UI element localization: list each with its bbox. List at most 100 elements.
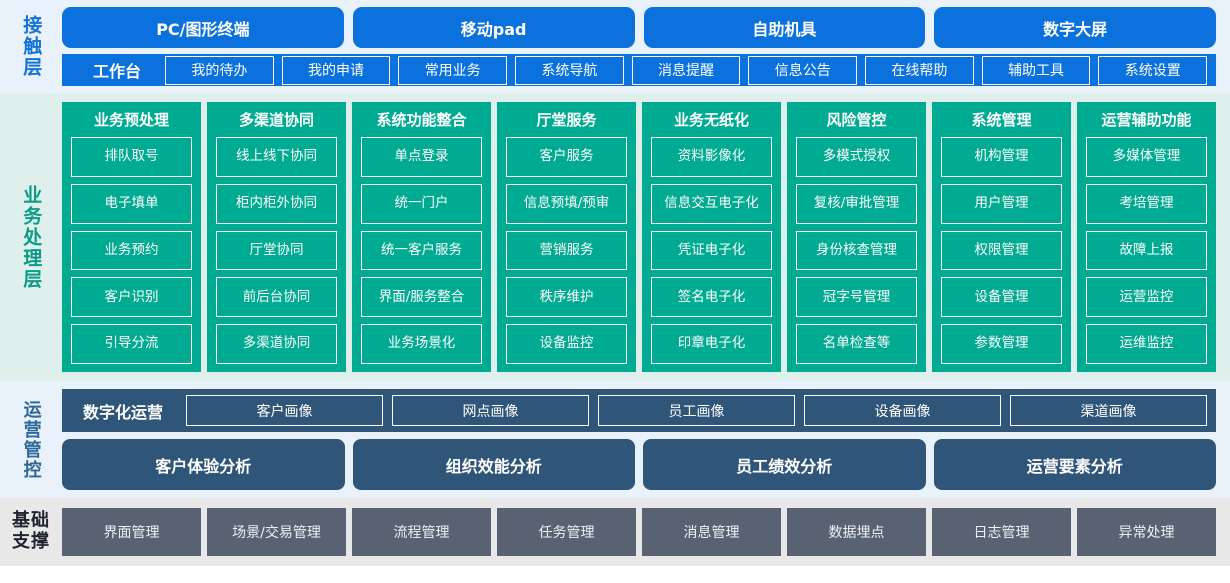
business-column-title: 系统管理 <box>971 111 1032 129</box>
digital-operations-bar: 数字化运营 客户画像 网点画像 员工画像 设备画像 渠道画像 <box>62 389 1216 432</box>
workbench-item-system-navigation[interactable]: 系统导航 <box>515 55 624 85</box>
portrait-item-employee[interactable]: 员工画像 <box>598 395 796 426</box>
channel-button-mobile-pad[interactable]: 移动pad <box>352 7 635 48</box>
business-layer-label: 业务处理层 <box>0 93 62 381</box>
portrait-item-channel[interactable]: 渠道画像 <box>1010 395 1208 426</box>
business-column-items: 单点登录 统一门户 统一客户服务 界面/服务整合 业务场景化 <box>361 137 482 364</box>
business-item[interactable]: 统一门户 <box>361 183 482 224</box>
business-column-multichannel: 多渠道协同 线上线下协同 柜内柜外协同 厅堂协同 前后台协同 多渠道协同 <box>207 102 346 372</box>
business-column-lobby-service: 厅堂服务 客户服务 信息预填/预审 营销服务 秩序维护 设备监控 <box>497 102 636 372</box>
business-item[interactable]: 多渠道协同 <box>216 324 337 364</box>
foundation-item-message-management[interactable]: 消息管理 <box>642 508 781 556</box>
business-item[interactable]: 参数管理 <box>941 324 1062 364</box>
channel-button-self-service[interactable]: 自助机具 <box>643 7 926 48</box>
business-item[interactable]: 权限管理 <box>941 230 1062 271</box>
foundation-item-exception-handling[interactable]: 异常处理 <box>1077 508 1216 556</box>
foundation-item-process-management[interactable]: 流程管理 <box>352 508 491 556</box>
business-item[interactable]: 多媒体管理 <box>1086 137 1207 177</box>
portrait-item-branch[interactable]: 网点画像 <box>392 395 590 426</box>
business-item[interactable]: 客户识别 <box>71 277 192 318</box>
business-item[interactable]: 运维监控 <box>1086 324 1207 364</box>
business-item[interactable]: 营销服务 <box>506 230 627 271</box>
foundation-item-task-management[interactable]: 任务管理 <box>497 508 636 556</box>
business-item[interactable]: 印章电子化 <box>651 324 772 364</box>
channel-button-pc[interactable]: PC/图形终端 <box>62 7 344 48</box>
business-column-paperless: 业务无纸化 资料影像化 信息交互电子化 凭证电子化 签名电子化 印章电子化 <box>642 102 781 372</box>
business-item[interactable]: 考培管理 <box>1086 183 1207 224</box>
business-item[interactable]: 身份核查管理 <box>796 230 917 271</box>
operations-layer-body: 数字化运营 客户画像 网点画像 员工画像 设备画像 渠道画像 客户体验分析 组织… <box>62 381 1230 498</box>
workbench-item-my-application[interactable]: 我的申请 <box>281 55 391 85</box>
workbench-item-system-settings[interactable]: 系统设置 <box>1098 55 1208 85</box>
foundation-item-data-tracking[interactable]: 数据埋点 <box>787 508 926 556</box>
business-item[interactable]: 业务预约 <box>71 230 192 271</box>
analysis-button-customer-experience[interactable]: 客户体验分析 <box>62 439 345 490</box>
workbench-item-message-alert[interactable]: 消息提醒 <box>631 55 741 85</box>
business-item[interactable]: 单点登录 <box>361 137 482 177</box>
business-item[interactable]: 引导分流 <box>71 324 192 364</box>
contact-layer-body: PC/图形终端 移动pad 自助机具 数字大屏 工作台 我的待办 我的申请 常用… <box>62 0 1230 93</box>
workbench-item-common-business[interactable]: 常用业务 <box>398 55 508 85</box>
business-column-title: 厅堂服务 <box>536 111 597 129</box>
operations-management-layer: 运营管控 数字化运营 客户画像 网点画像 员工画像 设备画像 渠道画像 客户体验… <box>0 381 1230 498</box>
business-item[interactable]: 凭证电子化 <box>651 230 772 271</box>
analysis-button-employee-performance[interactable]: 员工绩效分析 <box>643 439 926 490</box>
business-item[interactable]: 信息预填/预审 <box>506 183 627 224</box>
business-item[interactable]: 信息交互电子化 <box>651 183 772 224</box>
portrait-item-customer[interactable]: 客户画像 <box>186 395 384 426</box>
foundation-row: 界面管理 场景/交易管理 流程管理 任务管理 消息管理 数据埋点 日志管理 异常… <box>62 508 1216 556</box>
operations-layer-label-text: 运营管控 <box>20 399 42 480</box>
foundation-layer-label-text: 基础 支撑 <box>12 510 50 552</box>
foundation-layer-label: 基础 支撑 <box>0 498 62 566</box>
business-item[interactable]: 业务场景化 <box>361 324 482 364</box>
business-item[interactable]: 资料影像化 <box>651 137 772 177</box>
business-item[interactable]: 界面/服务整合 <box>361 277 482 318</box>
business-item[interactable]: 复核/审批管理 <box>796 183 917 224</box>
business-item[interactable]: 客户服务 <box>506 137 627 177</box>
business-column-title: 多渠道协同 <box>238 111 314 129</box>
business-column-risk-control: 风险管控 多模式授权 复核/审批管理 身份核查管理 冠字号管理 名单检查等 <box>787 102 926 372</box>
business-item[interactable]: 冠字号管理 <box>796 277 917 318</box>
business-item[interactable]: 统一客户服务 <box>361 230 482 271</box>
business-processing-layer: 业务处理层 业务预处理 排队取号 电子填单 业务预约 客户识别 引导分流 多渠道… <box>0 93 1230 381</box>
business-column-items: 线上线下协同 柜内柜外协同 厅堂协同 前后台协同 多渠道协同 <box>216 137 337 364</box>
analysis-button-organization-efficiency[interactable]: 组织效能分析 <box>352 439 635 490</box>
foundation-item-scenario-transaction[interactable]: 场景/交易管理 <box>207 508 346 556</box>
business-column-title: 业务无纸化 <box>673 111 749 129</box>
business-item[interactable]: 多模式授权 <box>796 137 917 177</box>
business-item[interactable]: 机构管理 <box>941 137 1062 177</box>
business-column-title: 业务预处理 <box>93 111 169 129</box>
business-column-items: 机构管理 用户管理 权限管理 设备管理 参数管理 <box>941 137 1062 364</box>
foundation-item-log-management[interactable]: 日志管理 <box>932 508 1071 556</box>
workbench-title: 工作台 <box>93 62 142 81</box>
business-column-preprocessing: 业务预处理 排队取号 电子填单 业务预约 客户识别 引导分流 <box>62 102 201 372</box>
operations-layer-label: 运营管控 <box>0 381 62 498</box>
business-layer-body: 业务预处理 排队取号 电子填单 业务预约 客户识别 引导分流 多渠道协同 线上线… <box>62 93 1230 381</box>
workbench-item-my-todo[interactable]: 我的待办 <box>165 55 274 85</box>
analysis-button-operation-elements[interactable]: 运营要素分析 <box>933 439 1216 490</box>
workbench-item-announcement[interactable]: 信息公告 <box>748 55 858 85</box>
workbench-bar: 工作台 我的待办 我的申请 常用业务 系统导航 消息提醒 信息公告 在线帮助 辅… <box>62 54 1216 86</box>
business-item[interactable]: 运营监控 <box>1086 277 1207 318</box>
business-item[interactable]: 用户管理 <box>941 183 1062 224</box>
business-item[interactable]: 签名电子化 <box>651 277 772 318</box>
business-item[interactable]: 线上线下协同 <box>216 137 337 177</box>
workbench-item-online-help[interactable]: 在线帮助 <box>865 55 974 85</box>
business-item[interactable]: 故障上报 <box>1086 230 1207 271</box>
foundation-item-ui-management[interactable]: 界面管理 <box>62 508 201 556</box>
business-item[interactable]: 名单检查等 <box>796 324 917 364</box>
business-layer-label-text: 业务处理层 <box>20 184 43 290</box>
business-item[interactable]: 前后台协同 <box>216 277 337 318</box>
business-item[interactable]: 排队取号 <box>71 137 192 177</box>
business-item[interactable]: 设备管理 <box>941 277 1062 318</box>
business-item[interactable]: 设备监控 <box>506 324 627 364</box>
business-item[interactable]: 电子填单 <box>71 183 192 224</box>
business-column-title: 运营辅助功能 <box>1101 111 1192 129</box>
workbench-item-aux-tools[interactable]: 辅助工具 <box>981 55 1091 85</box>
business-column-system-integration: 系统功能整合 单点登录 统一门户 统一客户服务 界面/服务整合 业务场景化 <box>352 102 491 372</box>
channel-button-digital-screen[interactable]: 数字大屏 <box>934 7 1216 48</box>
business-item[interactable]: 柜内柜外协同 <box>216 183 337 224</box>
business-item[interactable]: 秩序维护 <box>506 277 627 318</box>
portrait-item-device[interactable]: 设备画像 <box>804 395 1002 426</box>
business-item[interactable]: 厅堂协同 <box>216 230 337 271</box>
